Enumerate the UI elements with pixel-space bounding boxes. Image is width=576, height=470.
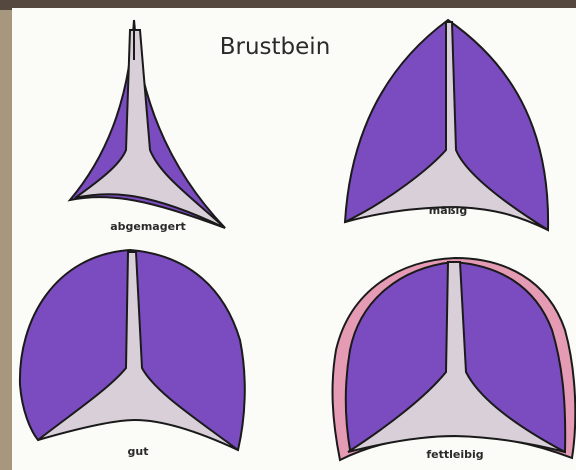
label-fettleibig: fettleibig (426, 448, 483, 461)
label-abgemagert: abgemagert (110, 220, 186, 233)
label-maessig: mäßig (429, 204, 467, 217)
diagram-title: Brustbein (220, 34, 331, 60)
label-gut: gut (128, 445, 149, 458)
